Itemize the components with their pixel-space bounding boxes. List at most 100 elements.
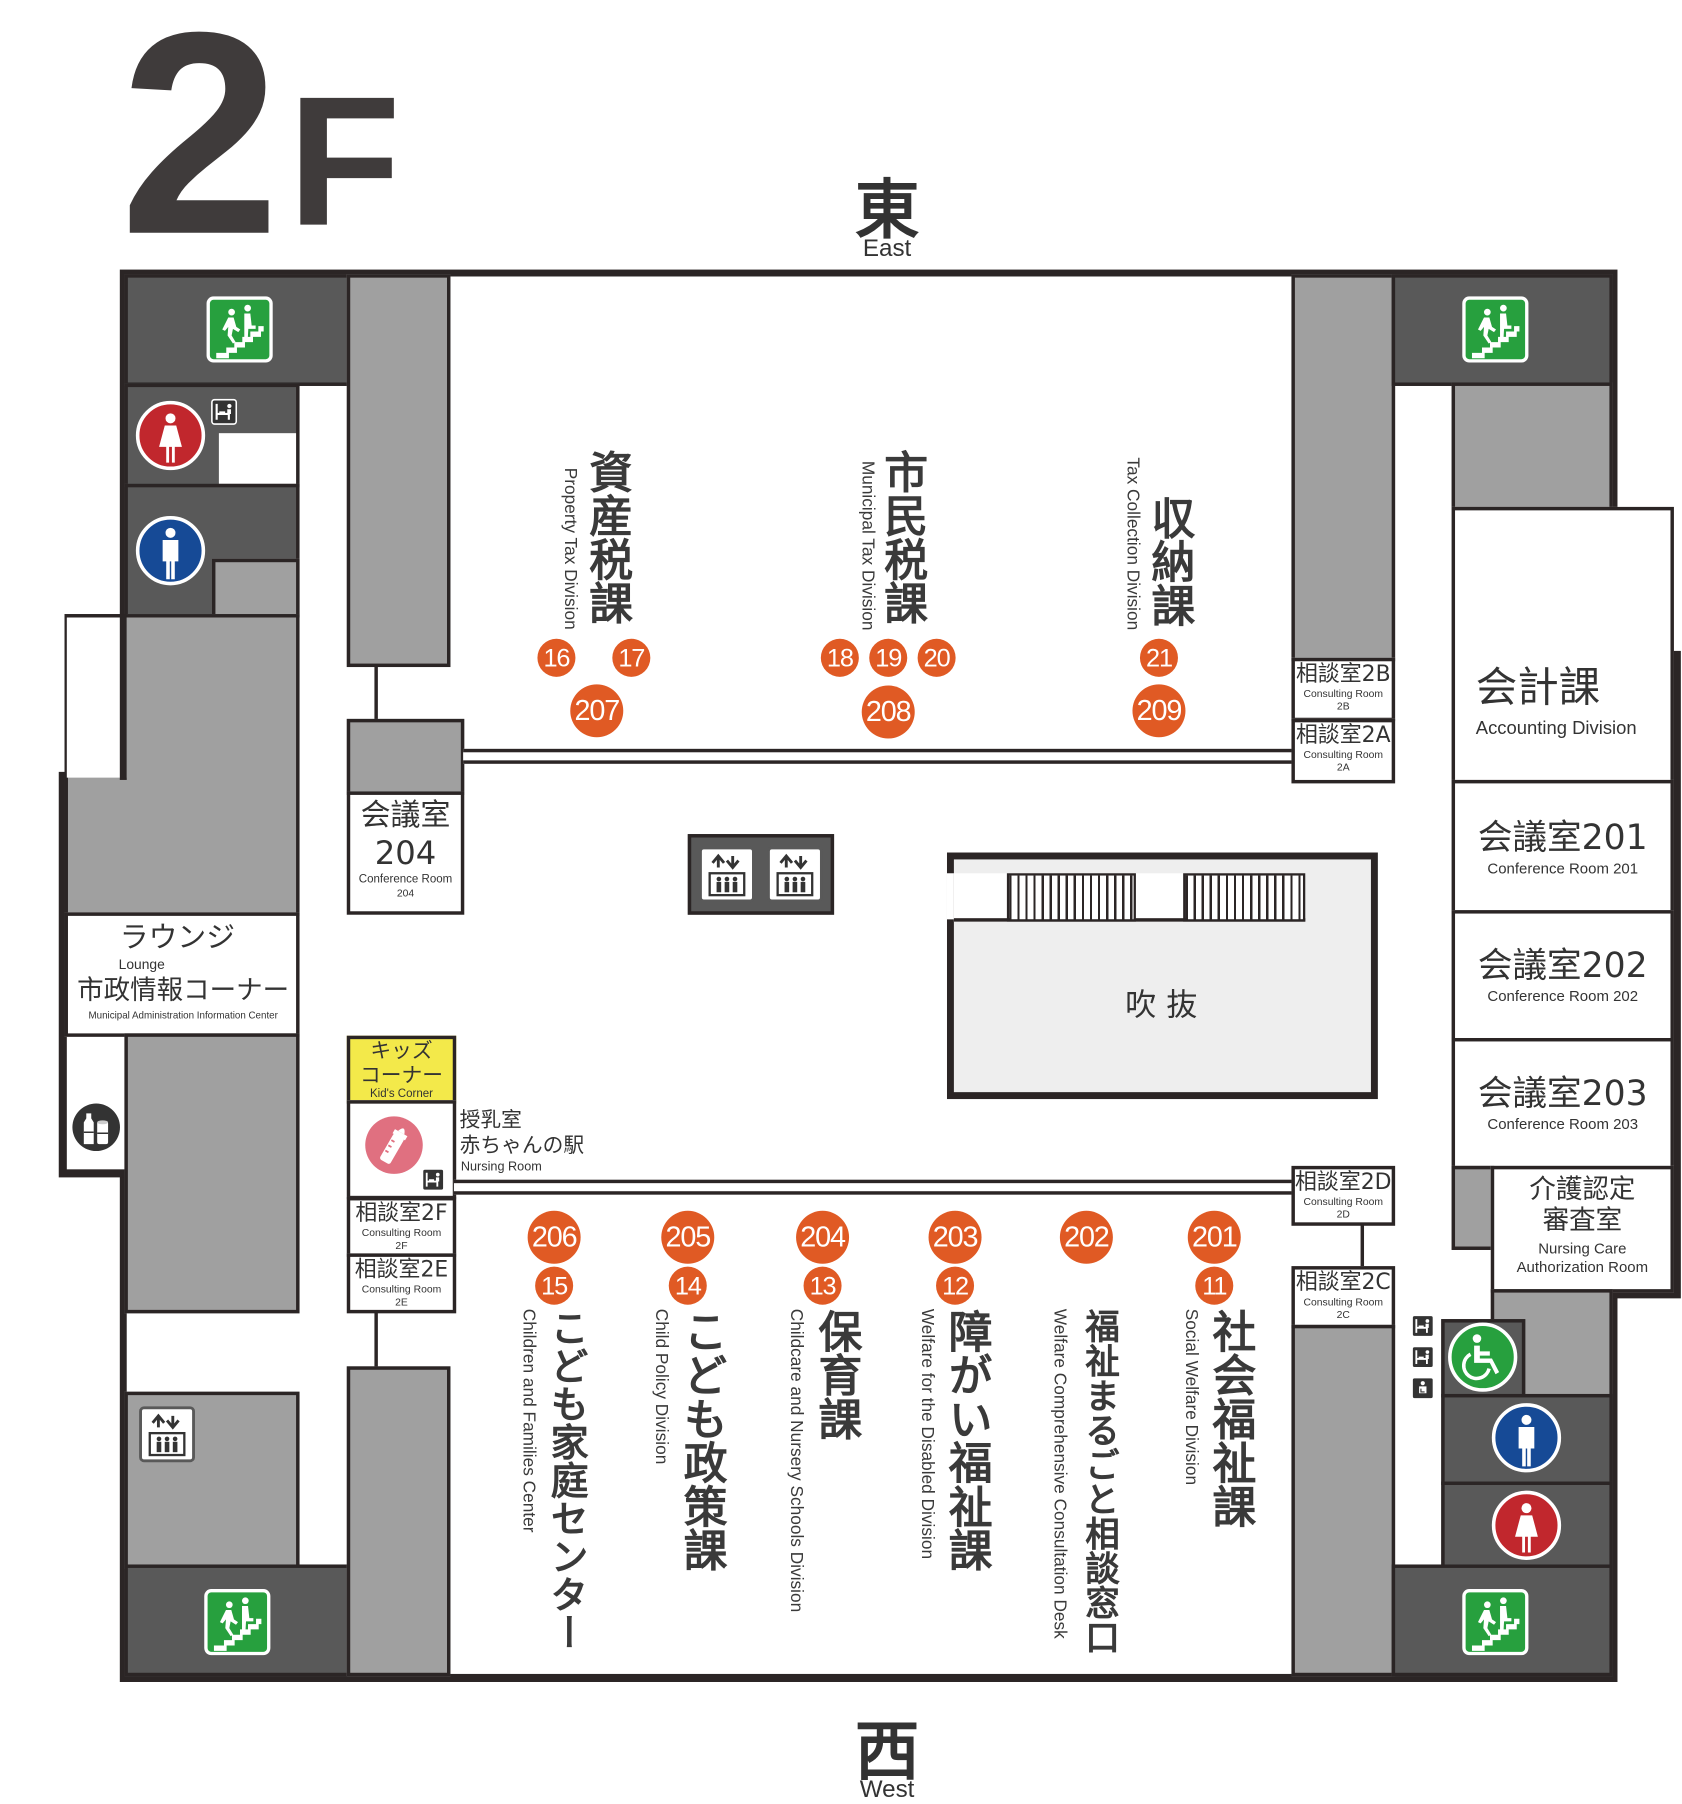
division-label-ja: 福祉まるごと相談窓口 xyxy=(1078,1308,1119,1655)
division-label-en: Child Policy Division xyxy=(651,1308,672,1465)
east-core xyxy=(1451,382,1613,511)
division-label-en: Property Tax Division xyxy=(560,468,581,631)
stairs-icon[interactable] xyxy=(206,296,273,363)
conference-room-203[interactable]: 会議室203 Conference Room 203 xyxy=(1451,1037,1674,1170)
window-number: 208 xyxy=(861,685,915,739)
stairs-icon[interactable] xyxy=(1462,1589,1529,1656)
division-label-ja: こども政策課 xyxy=(676,1308,727,1572)
stairwell-sw xyxy=(124,1564,351,1677)
consulting-room-2e[interactable]: 相談室2E Consulting Room 2E xyxy=(346,1253,457,1314)
accounting-label-ja: 会計課 xyxy=(1475,664,1601,712)
kids-label-ja1: キッズ xyxy=(370,1039,433,1064)
care-label-en1: Nursing Care xyxy=(1538,1239,1627,1257)
division-label-ja: 市民税課 xyxy=(876,449,928,625)
window-number: 209 xyxy=(1132,684,1186,738)
division-label-en: Municipal Tax Division xyxy=(857,460,878,631)
column-ne xyxy=(1291,274,1396,662)
nursing-label-ja1: 授乳室 xyxy=(459,1108,522,1133)
female-toilet-icon xyxy=(1491,1490,1562,1561)
window-number: 205 xyxy=(661,1210,715,1264)
east-label-ja: 東 xyxy=(854,173,920,249)
conference-room-201[interactable]: 会議室201 Conference Room 201 xyxy=(1451,779,1674,914)
consult-label-en: Consulting Room xyxy=(1303,687,1384,700)
partition xyxy=(374,1312,378,1370)
consulting-room-2c[interactable]: 相談室2C Consulting Room 2C xyxy=(1291,1266,1396,1329)
division-label-en: Social Welfare Division xyxy=(1181,1308,1202,1486)
elevator-icon[interactable] xyxy=(698,846,756,904)
column-se xyxy=(1291,1324,1396,1677)
division-label-en: Childcare and Nursery Schools Division xyxy=(786,1308,806,1613)
nursing-room[interactable] xyxy=(346,1100,457,1200)
info-corner-label-en: Municipal Administration Information Cen… xyxy=(88,1009,278,1021)
window-number: 202 xyxy=(1059,1210,1113,1264)
baby-changing-icon xyxy=(211,398,238,425)
conference-room-202[interactable]: 会議室202 Conference Room 202 xyxy=(1451,910,1674,1042)
accounting-label-en: Accounting Division xyxy=(1475,718,1637,739)
counter-number: 13 xyxy=(803,1266,842,1305)
conf-label-en: Conference Room 202 xyxy=(1487,987,1639,1005)
window-number: 206 xyxy=(527,1210,581,1264)
division-label-ja: 社会福祉課 xyxy=(1205,1308,1256,1528)
elevator-icon[interactable] xyxy=(138,1406,196,1464)
ostomate-icon xyxy=(1411,1376,1435,1400)
conference-room-204[interactable]: 会議室 204 Conference Room 204 xyxy=(346,791,465,915)
baby-bottle-icon xyxy=(364,1115,424,1175)
care-label-en2: Authorization Room xyxy=(1516,1258,1649,1276)
conf-label-ja: 会議室201 xyxy=(1477,817,1648,859)
lounge-label-ja: ラウンジ xyxy=(119,920,236,954)
consult-label-en: Consulting Room xyxy=(1303,1296,1384,1308)
consulting-room-2f[interactable]: 相談室2F Consulting Room 2F xyxy=(346,1196,457,1257)
column-sw xyxy=(346,1366,451,1677)
conf-label-en: Conference Room 203 xyxy=(1487,1115,1639,1133)
conf204-number: 204 xyxy=(374,834,437,873)
window-number: 204 xyxy=(796,1210,850,1264)
nursing-care-authorization-room[interactable]: 介護認定 審査室 Nursing Care Authorization Room xyxy=(1490,1165,1674,1293)
consult-label-en: Consulting Room xyxy=(361,1226,442,1239)
stairs-icon[interactable] xyxy=(1462,296,1529,363)
male-toilet-icon xyxy=(135,515,206,586)
window-number: 207 xyxy=(570,684,624,738)
consulting-room-2d[interactable]: 相談室2D Consulting Room 2D xyxy=(1291,1165,1396,1226)
counter-number: 20 xyxy=(917,638,956,677)
care-label-ja2: 審査室 xyxy=(1542,1206,1623,1237)
kids-label-en: Kid's Corner xyxy=(369,1087,434,1101)
baby-changing-icon xyxy=(1411,1345,1435,1369)
partition xyxy=(1360,1224,1365,1269)
stairs-icon[interactable] xyxy=(204,1589,271,1656)
counter-number: 17 xyxy=(612,638,651,677)
division-label-en: Welfare for the Disabled Division xyxy=(917,1308,938,1560)
elevator-icon[interactable] xyxy=(766,846,824,904)
lounge[interactable]: ラウンジ Lounge 市政情報コーナー Municipal Administr… xyxy=(64,912,300,1037)
division-label-ja: 収納課 xyxy=(1143,495,1195,627)
consult-code: 2F xyxy=(395,1239,408,1252)
window-number: 203 xyxy=(928,1210,982,1264)
floor-gap xyxy=(66,617,127,778)
conf204-number-en: 204 xyxy=(396,887,415,899)
consult-label-ja: 相談室2A xyxy=(1296,722,1391,748)
column-nw xyxy=(346,274,451,668)
division-label-en: Welfare Comprehensive Consultation Desk xyxy=(1050,1308,1070,1639)
female-toilet-icon xyxy=(135,400,206,471)
consulting-room-2b[interactable]: 相談室2B Consulting Room 2B xyxy=(1291,657,1396,722)
consulting-room-2a[interactable]: 相談室2A Consulting Room 2A xyxy=(1291,718,1396,784)
counter-north xyxy=(463,748,1295,764)
counter-number: 11 xyxy=(1195,1266,1234,1305)
conf204-label-en: Conference Room xyxy=(358,873,453,886)
floor-number: 2 xyxy=(119,0,280,294)
consult-code: 2C xyxy=(1336,1308,1350,1321)
kids-corner[interactable]: キッズ コーナー Kid's Corner xyxy=(346,1035,457,1104)
accounting-division[interactable]: 会計課 Accounting Division xyxy=(1451,506,1674,784)
atrium-opening xyxy=(946,873,954,920)
consult-code: 2B xyxy=(1336,700,1350,712)
stair-treads xyxy=(1006,873,1136,922)
baby-changing-icon xyxy=(421,1167,445,1192)
west-core-lower xyxy=(124,1033,300,1314)
window-number: 201 xyxy=(1187,1210,1241,1264)
male-toilet-icon xyxy=(1491,1402,1562,1473)
counter-number: 12 xyxy=(936,1266,975,1305)
floor-suffix: F xyxy=(288,57,401,264)
west-label-ja: 西 xyxy=(854,1715,920,1791)
wheelchair-icon xyxy=(1447,1321,1518,1392)
counter-number: 19 xyxy=(869,638,908,677)
counter-number: 18 xyxy=(820,638,859,677)
